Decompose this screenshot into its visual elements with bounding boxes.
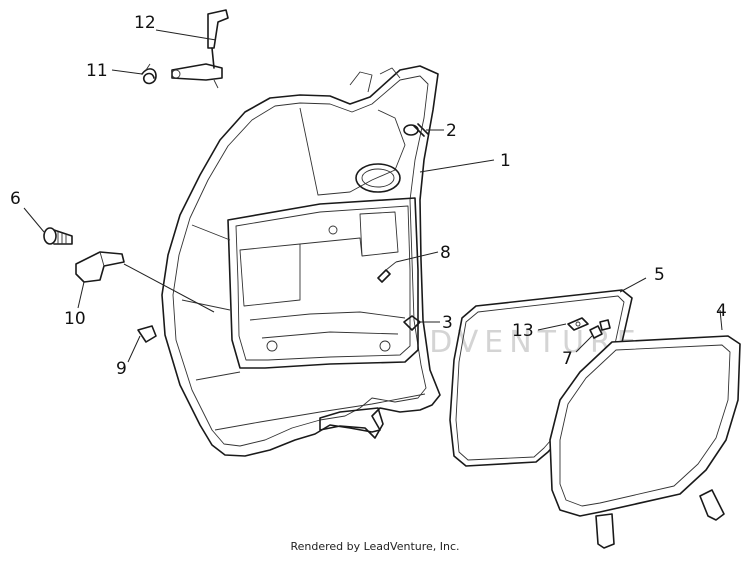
callout-7: 7 [562, 349, 573, 369]
credit-line: Rendered by LeadVenture, Inc. [290, 540, 460, 553]
callout-5: 5 [654, 265, 665, 285]
screw-icon [377, 261, 397, 283]
clip-icon [137, 325, 157, 343]
bracket-icon [75, 251, 125, 283]
leader-lines [23, 29, 723, 363]
front-inner-shield-icon [161, 65, 441, 457]
callout-8: 8 [440, 243, 451, 263]
callout-10: 10 [64, 309, 86, 329]
door-gasket-icon [449, 289, 633, 467]
callout-4: 4 [716, 301, 727, 321]
glove-box-door-icon [549, 335, 741, 549]
callout-1: 1 [500, 151, 511, 171]
clip-icon [589, 319, 611, 339]
callout-11: 11 [86, 61, 108, 81]
callout-13: 13 [512, 321, 534, 341]
lock-lever-icon [171, 9, 229, 89]
spring-icon [141, 63, 157, 85]
screw-icon [43, 227, 73, 245]
callout-9: 9 [116, 359, 127, 379]
callout-6: 6 [10, 189, 21, 209]
callout-12: 12 [134, 13, 156, 33]
callout-labels: 1 2 3 4 5 6 7 8 9 10 11 12 13 [10, 13, 727, 379]
screw-icon [403, 123, 429, 137]
callout-2: 2 [446, 121, 457, 141]
callout-3: 3 [442, 313, 453, 333]
clip-icon [567, 317, 589, 331]
